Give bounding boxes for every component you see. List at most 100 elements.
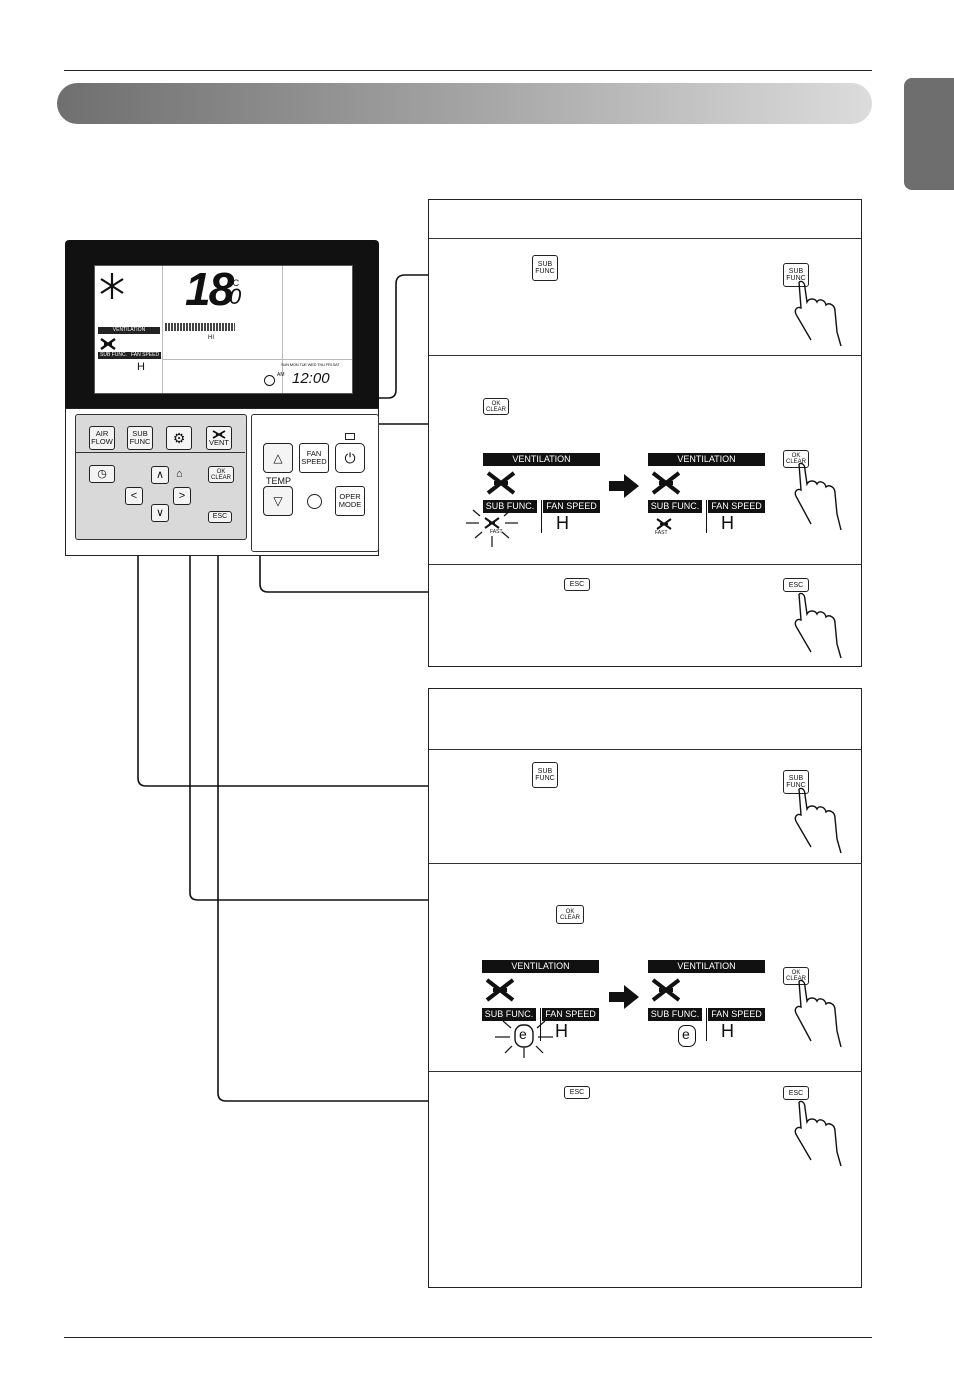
hand-pointer-icon xyxy=(794,787,842,854)
hand-pointer-icon xyxy=(794,280,842,347)
lcd3-ventilation: VENTILATION xyxy=(482,960,599,973)
vent-icon xyxy=(212,429,226,439)
lcd-hi-label: HI xyxy=(208,335,214,341)
lcd1-ventilation: VENTILATION xyxy=(483,453,600,466)
lcd3-h: H xyxy=(555,1021,568,1041)
lcd2-h: H xyxy=(721,513,734,533)
sub-func-inline-button: SUB FUNC xyxy=(532,255,558,281)
lcd1-h: H xyxy=(556,513,569,533)
sensor-icon xyxy=(307,494,322,509)
hand-pointer-icon xyxy=(794,592,842,659)
settings-button[interactable]: ⚙ xyxy=(166,426,192,450)
arrow-right-icon xyxy=(609,985,639,1009)
lcd4-vent-icon xyxy=(651,978,681,1002)
lcd1-fast-blink-icon xyxy=(466,509,518,547)
oper-mode-button[interactable]: OPER MODE xyxy=(335,486,365,516)
lcd-screen: 18 0 °C VENTILATION SUB FUNC. FAN SPEED … xyxy=(94,263,353,394)
lcd-fan-speed-label: FAN SPEED xyxy=(129,352,162,359)
cooling-mode-icon xyxy=(100,273,124,299)
lcd-am-label: AM xyxy=(277,372,285,378)
power-led xyxy=(345,433,355,440)
lcd-ventilation-label: VENTILATION xyxy=(98,327,160,334)
lcd2-fast-icon xyxy=(656,518,672,530)
lcd1-sub-func: SUB FUNC. xyxy=(483,500,537,513)
air-flow-button[interactable]: AIR FLOW xyxy=(89,426,115,450)
lcd4-fan-speed: FAN SPEED xyxy=(708,1008,765,1021)
triangle-down-icon: ▽ xyxy=(273,494,283,508)
sub-func-button[interactable]: SUB FUNC xyxy=(127,426,153,450)
clock-icon: ◷ xyxy=(97,468,107,480)
vent-button[interactable]: VENT xyxy=(206,426,232,450)
temp-label: TEMP xyxy=(266,476,292,486)
hand-press-esc: ESC xyxy=(783,578,809,592)
lcd2-fast-label: FAST xyxy=(655,530,668,536)
right-button-panel xyxy=(251,414,379,552)
temp-up-button[interactable]: △ xyxy=(263,443,293,473)
power-button[interactable]: ⏻ xyxy=(335,443,365,473)
home-icon: ⌂ xyxy=(176,468,183,480)
esc-button[interactable]: ESC xyxy=(208,511,232,523)
lcd-days: SUN MON TUE WED THU FRI SAT xyxy=(281,362,340,367)
chevron-right-icon: > xyxy=(178,490,186,502)
lcd-unit: °C xyxy=(229,278,240,288)
hand-press-sub-func: SUB FUNC xyxy=(783,263,809,287)
gear-icon: ⚙ xyxy=(172,430,186,446)
hand-press-esc: ESC xyxy=(783,1086,809,1100)
chevron-down-icon: ∨ xyxy=(155,507,165,519)
hand-pointer-icon xyxy=(794,462,842,531)
lcd-clock-icon xyxy=(264,375,275,386)
language-tab xyxy=(904,78,954,190)
sub-func-inline-button: SUB FUNC xyxy=(532,762,558,788)
chevron-up-icon: ∧ xyxy=(155,469,165,481)
arrow-right-icon xyxy=(609,474,639,498)
lcd3-sub-func: SUB FUNC. xyxy=(482,1008,536,1021)
lcd1-fan-speed: FAN SPEED xyxy=(543,500,600,513)
lcd4-ventilation: VENTILATION xyxy=(648,960,765,973)
esc-inline-button: ESC xyxy=(564,578,590,591)
bottom-rule xyxy=(64,1337,872,1338)
lcd3-vent-icon xyxy=(485,978,515,1002)
lcd4-sub-func: SUB FUNC. xyxy=(648,1008,702,1021)
lcd2-ventilation: VENTILATION xyxy=(648,453,765,466)
lcd3-e: e xyxy=(519,1026,527,1042)
lcd-temperature-decimal: 0 xyxy=(229,284,242,309)
hand-pointer-icon xyxy=(794,979,842,1048)
power-icon: ⏻ xyxy=(344,450,356,466)
hand-pointer-icon xyxy=(794,1100,842,1167)
lcd2-vent-icon xyxy=(651,471,681,495)
lcd2-fan-speed: FAN SPEED xyxy=(708,500,765,513)
ok-clear-inline-button: OK CLEAR xyxy=(556,905,584,924)
temp-down-button[interactable]: ▽ xyxy=(263,486,293,516)
triangle-up-icon: △ xyxy=(273,451,283,465)
lcd4-energy-icon xyxy=(678,1025,696,1047)
lcd-vent-icon xyxy=(100,338,116,350)
ok-clear-inline-button: OK CLEAR xyxy=(483,398,509,415)
up-button[interactable]: ∧ xyxy=(151,466,169,484)
lcd3-fan-speed: FAN SPEED xyxy=(542,1008,599,1021)
lcd-fan-speed-value: H xyxy=(137,361,145,373)
lcd1-fast-label: FAST xyxy=(490,529,503,535)
section-title-banner xyxy=(57,83,872,124)
fan-speed-button[interactable]: FAN SPEED xyxy=(299,443,329,473)
down-button[interactable]: ∨ xyxy=(151,504,169,522)
lcd-temperature: 18 xyxy=(185,263,234,315)
esc-inline-button: ESC xyxy=(564,1086,590,1099)
ok-clear-button[interactable]: OK CLEAR xyxy=(208,466,234,483)
procedure-panel-fast: SUB FUNC SUB FUNC OK CLEAR VENTILATION S… xyxy=(428,199,862,667)
left-button[interactable]: < xyxy=(125,487,143,505)
remote-controller: 18 0 °C VENTILATION SUB FUNC. FAN SPEED … xyxy=(65,240,379,556)
lcd3-energy-blink-icon xyxy=(495,1013,553,1058)
chevron-left-icon: < xyxy=(130,490,138,502)
procedure-panel-energy: SUB FUNC SUB FUNC OK CLEAR VENTILATION S… xyxy=(428,688,862,1288)
lcd4-e: e xyxy=(682,1026,690,1042)
lcd-clock: 12:00 xyxy=(292,370,330,387)
lcd1-vent-icon xyxy=(486,471,516,495)
lcd4-h: H xyxy=(721,1021,734,1041)
lcd-sub-func-label: SUB FUNC. xyxy=(98,352,129,359)
timer-button[interactable]: ◷ xyxy=(89,465,115,483)
top-rule xyxy=(64,70,872,71)
lcd-airflow-bar xyxy=(165,323,235,331)
right-button[interactable]: > xyxy=(173,487,191,505)
lcd2-sub-func: SUB FUNC. xyxy=(648,500,702,513)
hand-press-sub-func: SUB FUNC xyxy=(783,770,809,794)
